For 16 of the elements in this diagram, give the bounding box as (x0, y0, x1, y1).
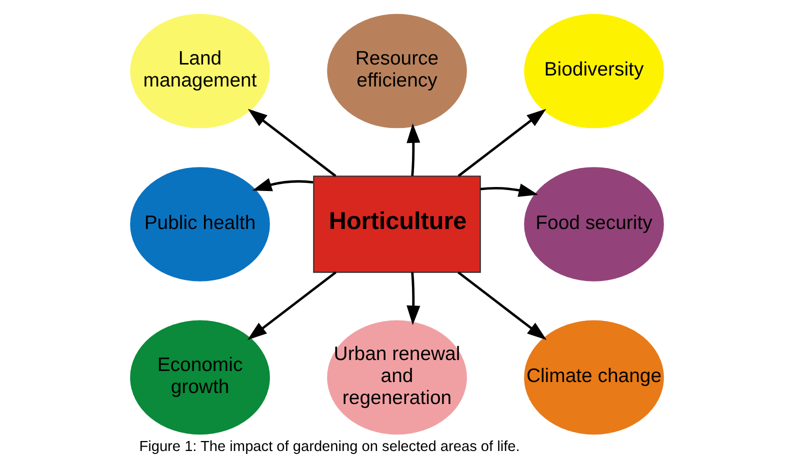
caption: Figure 1: The impact of gardening on selected areas of life. (139, 438, 520, 455)
node-box: Horticulture (313, 175, 481, 272)
arrow (406, 122, 420, 176)
node-ellipse: Public health (130, 166, 270, 281)
node-ellipse: Economic growth (130, 320, 270, 434)
arrow (247, 270, 336, 340)
node-ellipse: Climate change (524, 320, 664, 434)
arrow (458, 270, 547, 340)
node-ellipse: Food security (524, 166, 664, 281)
node-ellipse: Resource efficiency (327, 13, 467, 128)
arrow (480, 183, 538, 196)
arrow (248, 108, 336, 176)
arrow (252, 178, 314, 191)
arrow (406, 272, 420, 325)
node-ellipse: Urban renewal and regeneration (327, 320, 467, 434)
arrow (458, 108, 546, 176)
